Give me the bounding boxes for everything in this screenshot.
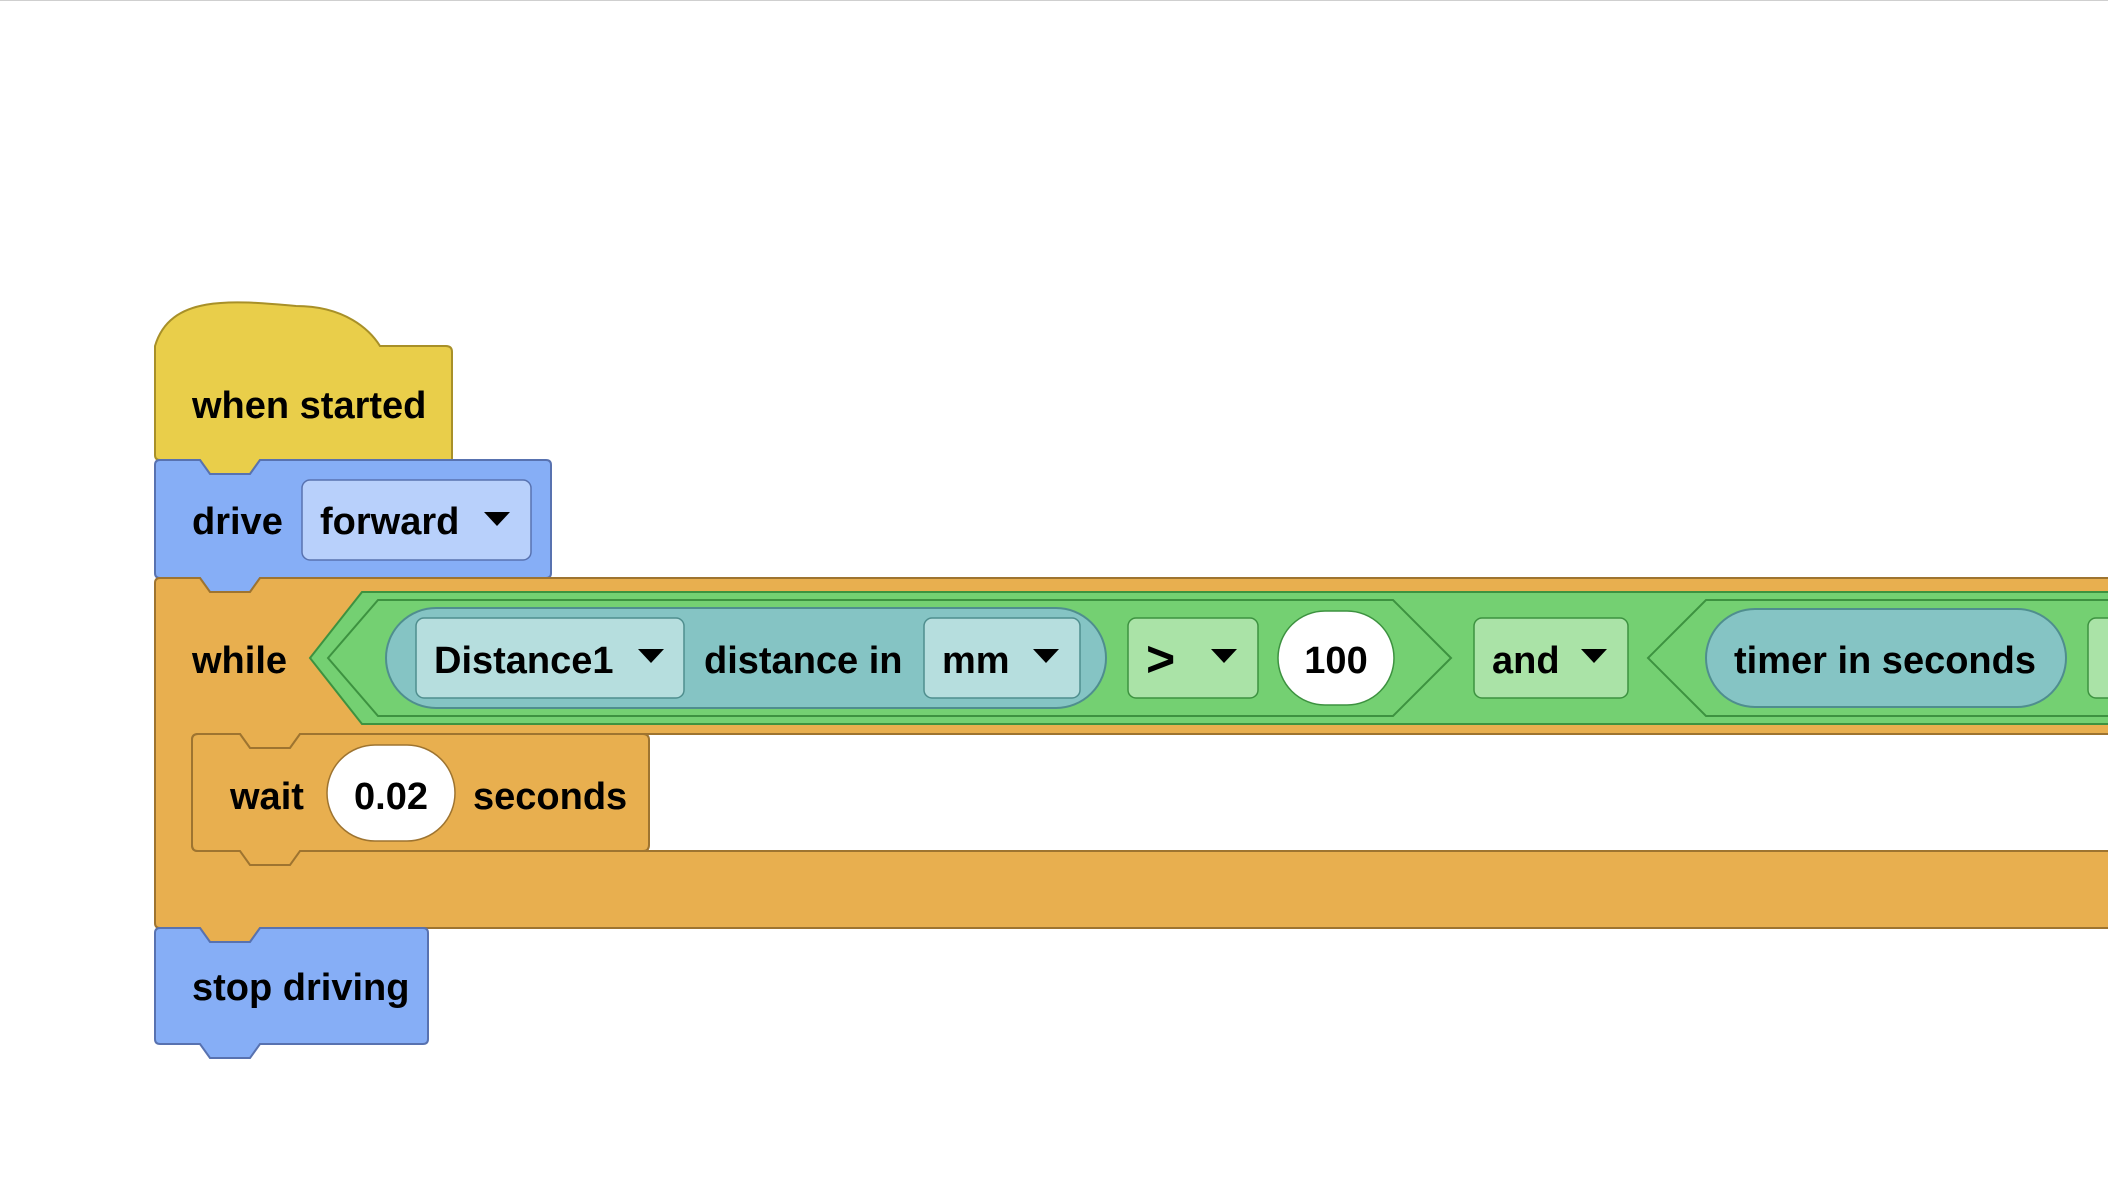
wait-value: 0.02 xyxy=(354,776,428,818)
sensor-value: Distance1 xyxy=(434,640,614,682)
direction-value: forward xyxy=(320,501,459,543)
when-started-label: when started xyxy=(191,385,426,427)
drive-block[interactable]: drive forward xyxy=(154,459,552,593)
distance-value-input[interactable] xyxy=(1277,610,1395,706)
wait-value-input[interactable] xyxy=(326,744,456,842)
unit-dropdown[interactable]: mm xyxy=(923,617,1081,699)
wait-block[interactable]: wait 0.02 seconds xyxy=(191,733,650,866)
sensor-dropdown-field[interactable] xyxy=(415,617,685,699)
timer-reporter-block[interactable]: timer in seconds xyxy=(1705,608,2067,708)
logic-dropdown[interactable]: and xyxy=(1473,617,1629,699)
direction-dropdown[interactable]: forward xyxy=(301,479,532,561)
unit-dropdown-field[interactable] xyxy=(923,617,1081,699)
sensor-dropdown[interactable]: Distance1 xyxy=(415,617,685,699)
logic-dropdown-field[interactable] xyxy=(1473,617,1629,699)
logic-value: and xyxy=(1492,640,1560,682)
distance-reporter-block[interactable]: Distance1 distance in mm xyxy=(385,607,1107,709)
second-comparison-block[interactable]: timer in seconds xyxy=(1646,599,2108,717)
operator-dropdown[interactable]: > xyxy=(1127,617,1259,699)
caret-down-icon xyxy=(638,649,664,663)
operator-value: > xyxy=(1146,631,1175,687)
caret-down-icon xyxy=(1581,649,1607,663)
operator-dropdown-field[interactable] xyxy=(1127,617,1259,699)
stop-driving-shape xyxy=(154,927,429,1059)
workspace-top-border xyxy=(0,0,2108,1)
while-loop-block[interactable]: while Distance1 distance in xyxy=(154,577,2108,943)
wait-value-field[interactable]: 0.02 xyxy=(326,744,456,842)
distance-in-label: distance in xyxy=(704,640,903,682)
timer-reporter-shape xyxy=(1705,608,2067,708)
caret-down-icon xyxy=(1033,649,1059,663)
unit-value: mm xyxy=(942,640,1010,682)
caret-down-icon xyxy=(484,512,510,526)
direction-dropdown-field[interactable] xyxy=(301,479,532,561)
while-label: while xyxy=(191,640,287,682)
drive-label: drive xyxy=(192,501,283,543)
wait-unit-label: seconds xyxy=(473,776,627,818)
and-boolean-block[interactable]: Distance1 distance in mm > xyxy=(308,591,2108,725)
stop-driving-label: stop driving xyxy=(192,967,409,1009)
comparison-block[interactable]: Distance1 distance in mm > xyxy=(326,599,1453,717)
caret-down-icon xyxy=(1211,649,1237,663)
second-operator-dropdown-field[interactable] xyxy=(2087,617,2108,699)
wait-label: wait xyxy=(229,776,304,818)
stop-driving-block[interactable]: stop driving xyxy=(154,927,429,1059)
timer-reporter-label: timer in seconds xyxy=(1734,640,2036,682)
when-started-block[interactable]: when started xyxy=(154,301,453,475)
distance-value: 100 xyxy=(1304,640,1367,682)
distance-value-field[interactable]: 100 xyxy=(1277,610,1395,706)
